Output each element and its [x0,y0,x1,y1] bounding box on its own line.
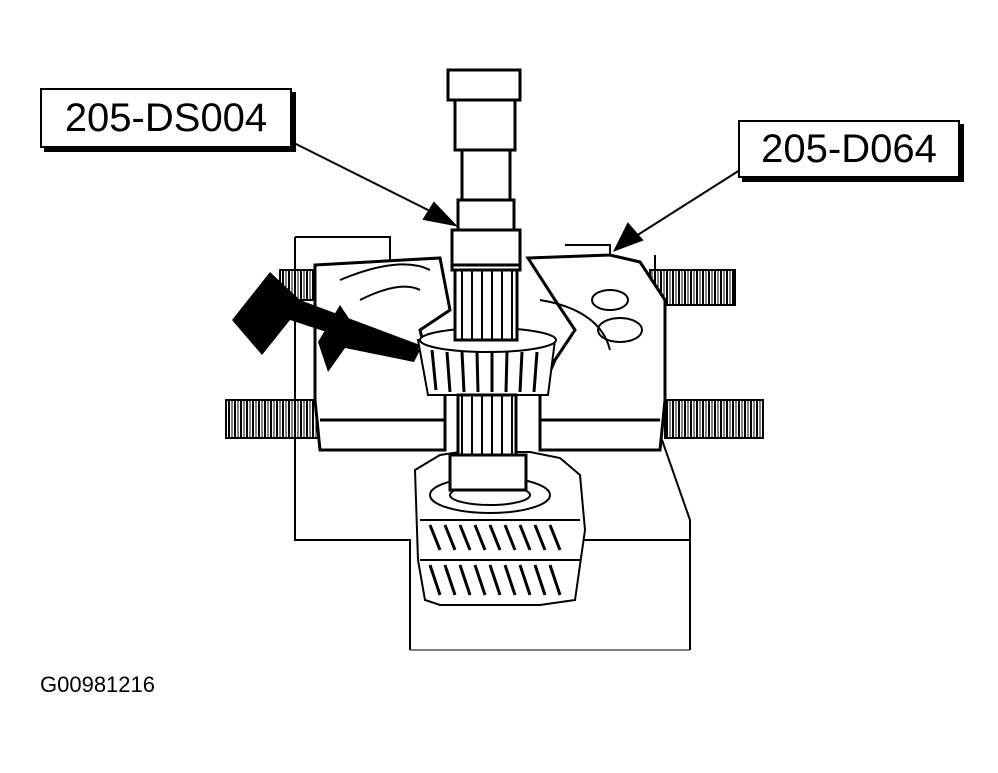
pointer-arrow-icon [232,272,420,372]
callout-label-205-ds004: 205-DS004 [40,88,292,148]
figure-id-label: G00981216 [40,672,155,697]
leader-lines [291,141,741,252]
output-shaft [446,68,528,492]
callout-label-205-d064: 205-D064 [738,120,960,178]
